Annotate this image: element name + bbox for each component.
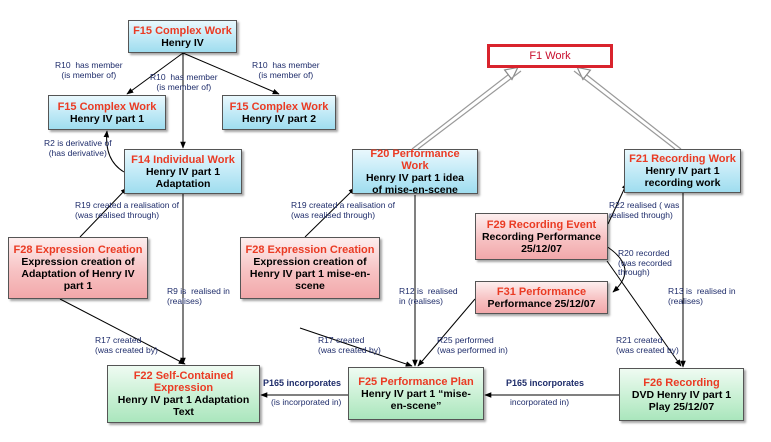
edge-label-p165-left: P165 incorporates bbox=[263, 378, 342, 388]
node-f31-performance[interactable]: F31 Performance Performance 25/12/07 bbox=[475, 281, 608, 314]
node-f15-henry-iv-part-2[interactable]: F15 Complex Work Henry IV part 2 bbox=[222, 95, 336, 130]
edge-label-r13: R13 is realised in (realises) bbox=[668, 286, 736, 306]
node-f28-expression-creation-adaptation[interactable]: F28 Expression Creation Expression creat… bbox=[8, 237, 148, 299]
node-f15-henry-iv-part-1[interactable]: F15 Complex Work Henry IV part 1 bbox=[48, 95, 166, 130]
edge-label-r10-right: R10 has member (is member of) bbox=[252, 60, 320, 80]
edge-label-r20: R20 recorded (was recorded through) bbox=[618, 248, 672, 277]
edge-label-r9: R9 is realised in (realises) bbox=[167, 286, 230, 306]
edge-r19-left bbox=[79, 187, 128, 238]
node-body: Henry IV part 1 bbox=[69, 112, 145, 125]
edge-r2 bbox=[103, 130, 125, 173]
node-title: F21 Recording Work bbox=[629, 153, 736, 165]
node-f22-self-contained-expression[interactable]: F22 Self-Contained Expression Henry IV p… bbox=[107, 365, 260, 423]
node-f20-performance-work[interactable]: F20 Performance Work Henry IV part 1 ide… bbox=[352, 147, 478, 196]
node-title: F14 Individual Work bbox=[131, 153, 235, 166]
node-body: Recording Performance 25/12/07 bbox=[481, 230, 602, 255]
edge-r19-mid bbox=[304, 187, 356, 238]
node-body: Henry IV part 1 “mise-en-scene” bbox=[361, 387, 471, 412]
edge-label-r22: R22 realised ( was realised through) bbox=[609, 200, 680, 220]
node-f28-expression-creation-mise-en-scene[interactable]: F28 Expression Creation Expression creat… bbox=[240, 237, 380, 299]
edge-r10-right bbox=[182, 52, 280, 95]
node-f14-individual-work[interactable]: F14 Individual Work Henry IV part 1 Adap… bbox=[124, 149, 242, 194]
node-body: Henry IV bbox=[161, 36, 204, 49]
edge-label-r21: R21 created (was created by) bbox=[616, 335, 679, 355]
node-title: F20 Performance Work bbox=[370, 147, 460, 172]
node-body: DVD Henry IV part 1 Play 25/12/07 bbox=[631, 388, 732, 413]
node-f15-henry-iv[interactable]: F15 Complex Work Henry IV bbox=[128, 20, 237, 53]
edge-subclass-f21-f1 bbox=[573, 68, 682, 150]
node-body: Expression creation of Adaptation of Hen… bbox=[21, 256, 135, 292]
node-title: F31 Performance bbox=[496, 285, 587, 298]
edge-label-r10-center: R10 has member (is member of) bbox=[150, 72, 218, 92]
node-title: F28 Expression Creation bbox=[13, 244, 143, 256]
edge-label-r12: R12 is realised in (realises) bbox=[399, 286, 458, 306]
node-title: F25 Performance Plan bbox=[358, 375, 474, 388]
edge-r22 bbox=[607, 182, 628, 225]
edge-label-r17-mid: R17 created (was created by) bbox=[318, 335, 381, 355]
node-title: F1 Work bbox=[529, 50, 571, 62]
edge-label-p165-right-inverse: incorporated in) bbox=[510, 397, 570, 407]
node-f21-recording-work[interactable]: F21 Recording Work Henry IV part 1 recor… bbox=[624, 149, 741, 193]
edge-label-r2: R2 is derivative of (has derivative) bbox=[44, 138, 112, 158]
edge-r10-left bbox=[126, 52, 184, 95]
edge-label-r19-left: R19 created a realisation of (was realis… bbox=[75, 200, 179, 220]
edge-label-r10-left: R10 has member (is member of) bbox=[55, 60, 123, 80]
node-body: Henry IV part 2 bbox=[241, 112, 317, 125]
node-title: F29 Recording Event bbox=[486, 218, 597, 231]
node-title: F15 Complex Work bbox=[133, 24, 232, 37]
edge-r17-mid bbox=[299, 327, 413, 367]
node-f29-recording-event[interactable]: F29 Recording Event Recording Performanc… bbox=[475, 213, 608, 260]
edge-label-r17-left: R17 created (was created by) bbox=[95, 335, 158, 355]
node-f25-performance-plan[interactable]: F25 Performance Plan Henry IV part 1 “mi… bbox=[348, 367, 484, 420]
edge-r20 bbox=[605, 245, 626, 293]
edge-subclass-f20-f1 bbox=[411, 68, 522, 150]
node-title: F15 Complex Work bbox=[57, 100, 157, 113]
node-f26-recording[interactable]: F26 Recording DVD Henry IV part 1 Play 2… bbox=[619, 368, 744, 421]
node-title: F22 Self-Contained Expression bbox=[133, 370, 234, 394]
node-body: Henry IV part 1 idea of mise-en-scene bbox=[365, 171, 465, 196]
edge-label-p165-left-inverse: (is incorporated in) bbox=[271, 397, 342, 407]
edge-r21 bbox=[606, 260, 682, 367]
edge-label-r19-mid: R19 created a realisation of (was realis… bbox=[291, 200, 395, 220]
node-f1-work[interactable]: F1 Work bbox=[487, 44, 613, 68]
node-body: Performance 25/12/07 bbox=[487, 297, 596, 310]
node-title: F28 Expression Creation bbox=[245, 244, 375, 256]
node-body: Expression creation of Henry IV part 1 m… bbox=[249, 256, 371, 292]
edge-label-r25: R25 performed (was performed in) bbox=[437, 335, 508, 355]
edge-r25 bbox=[417, 298, 476, 367]
node-body: Henry IV part 1 recording work bbox=[644, 165, 721, 189]
edge-r17-left bbox=[59, 298, 186, 365]
edge-label-p165-right: P165 incorporates bbox=[506, 378, 585, 388]
node-body: Henry IV part 1 Adaptation bbox=[145, 165, 221, 190]
node-title: F15 Complex Work bbox=[229, 100, 329, 113]
node-body: Henry IV part 1 Adaptation Text bbox=[117, 394, 250, 418]
node-title: F26 Recording bbox=[643, 376, 720, 389]
